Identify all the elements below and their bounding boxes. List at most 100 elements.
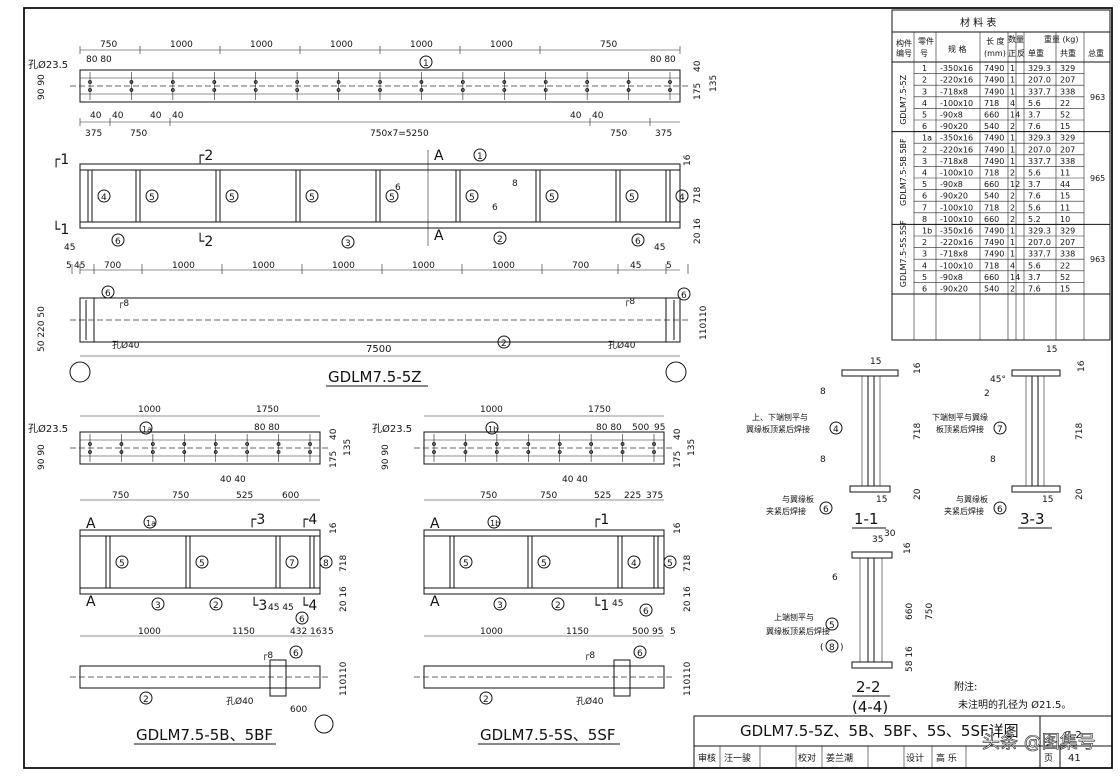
table-cell: 337.7 (1028, 250, 1051, 259)
svg-text:718: 718 (693, 187, 703, 204)
svg-text:8: 8 (323, 559, 329, 569)
svg-text:): ) (840, 643, 844, 653)
table-cell: -220x16 (940, 76, 973, 85)
table-cell: 540 (984, 285, 999, 294)
table-cell: 660 (984, 273, 999, 282)
table-cell: 1 (1010, 227, 1015, 236)
svg-text:6: 6 (681, 291, 687, 301)
svg-text:718: 718 (1075, 423, 1085, 440)
sheet-title: GDLM7.5-5Z、5B、5BF、5S、5SF详图 (740, 722, 1019, 740)
svg-text:700: 700 (104, 261, 121, 271)
table-cell: 329.3 (1028, 134, 1051, 143)
svg-text:40 40: 40 40 (562, 475, 588, 485)
svg-text:6: 6 (395, 183, 401, 193)
table-cell: 6 (922, 192, 927, 201)
table-cell: -220x16 (940, 145, 973, 154)
table-cell: 52 (1060, 111, 1070, 120)
table-cell: 3 (922, 250, 927, 259)
note-title: 附注: (954, 680, 977, 693)
svg-text:40: 40 (693, 60, 703, 72)
svg-text:175: 175 (673, 451, 683, 468)
table-cell: 337.7 (1028, 87, 1051, 96)
svg-text:板顶紧后焊接: 板顶紧后焊接 (936, 424, 984, 434)
svg-text:5: 5 (66, 261, 72, 271)
table-header: 正 (1008, 49, 1016, 58)
svg-text:A: A (86, 516, 96, 532)
table-cell: 7.6 (1028, 285, 1041, 294)
table-cell: 4 (922, 261, 927, 270)
svg-text:5: 5 (328, 627, 334, 637)
table-cell: 718 (984, 203, 999, 212)
svg-text:95: 95 (652, 627, 663, 637)
table-cell: 1 (922, 64, 927, 73)
svg-text:2: 2 (483, 695, 489, 705)
svg-text:45: 45 (654, 243, 665, 253)
svg-text:2: 2 (501, 339, 507, 349)
table-cell: 6 (922, 122, 927, 131)
table-cell: -100x10 (940, 261, 973, 270)
svg-text:225: 225 (624, 491, 641, 501)
svg-text:5: 5 (829, 621, 835, 631)
table-cell: 1a (922, 134, 932, 143)
table-header: 数量 (1008, 34, 1024, 44)
table-header: 长 度 (986, 36, 1005, 46)
svg-text:┌1: ┌1 (52, 152, 69, 168)
table-cell: 337.7 (1028, 157, 1051, 166)
svg-text:40 40: 40 40 (220, 475, 246, 485)
table-header: 规 格 (948, 44, 967, 54)
svg-text:80 80: 80 80 (596, 423, 622, 433)
svg-text:175: 175 (329, 451, 339, 468)
svg-text:1000: 1000 (172, 261, 195, 271)
svg-text:58 16: 58 16 (905, 646, 915, 672)
svg-text:750: 750 (600, 40, 617, 50)
svg-text:45: 45 (612, 599, 623, 609)
svg-text:500: 500 (632, 627, 649, 637)
svg-text:A: A (434, 148, 444, 164)
table-cell: 2 (1010, 192, 1015, 201)
table-cell: 7490 (984, 134, 1004, 143)
svg-text:└2: └2 (196, 233, 213, 250)
svg-text:6: 6 (115, 237, 121, 247)
table-cell: 207.0 (1028, 145, 1051, 154)
table-cell: -90x8 (940, 273, 963, 282)
svg-text:6: 6 (635, 237, 641, 247)
table-cell: 718 (984, 261, 999, 270)
table-cell: 2 (1010, 215, 1015, 224)
table-header: 共重 (1060, 48, 1076, 58)
svg-text:1750: 1750 (588, 405, 611, 415)
table-cell: 8 (922, 215, 927, 224)
svg-text:6: 6 (105, 289, 111, 299)
svg-text:50 220 50: 50 220 50 (37, 306, 47, 352)
svg-text:16: 16 (683, 154, 693, 166)
svg-text:6: 6 (299, 615, 305, 625)
table-cell: 329.3 (1028, 64, 1051, 73)
svg-text:163: 163 (310, 627, 327, 637)
table-cell: 14 (1010, 273, 1020, 282)
table-cell: 5.2 (1028, 215, 1041, 224)
table-cell: 5.6 (1028, 99, 1041, 108)
svg-text:1000: 1000 (480, 627, 503, 637)
svg-text:高 乐: 高 乐 (936, 752, 957, 764)
table-cell: -90x8 (940, 111, 963, 120)
svg-text:1-1: 1-1 (854, 510, 879, 528)
table-header: 重量 (kg) (1044, 34, 1079, 44)
table-cell: 540 (984, 192, 999, 201)
member-id: GDLM7.5-5Z (899, 74, 908, 124)
table-cell: -718x8 (940, 157, 968, 166)
svg-text:600: 600 (290, 705, 307, 715)
svg-text:上、下端刨平与: 上、下端刨平与 (752, 412, 808, 422)
svg-text:1000: 1000 (412, 261, 435, 271)
table-cell: 2 (1010, 169, 1015, 178)
table-cell: -718x8 (940, 250, 968, 259)
table-cell: 4 (922, 169, 927, 178)
svg-text:432: 432 (290, 627, 307, 637)
table-cell: 5 (922, 180, 927, 189)
svg-text:上端刨平与: 上端刨平与 (774, 612, 814, 622)
svg-text:135: 135 (687, 439, 697, 456)
svg-text:7: 7 (997, 425, 1003, 435)
svg-text:40: 40 (673, 428, 683, 440)
table-cell: 660 (984, 111, 999, 120)
